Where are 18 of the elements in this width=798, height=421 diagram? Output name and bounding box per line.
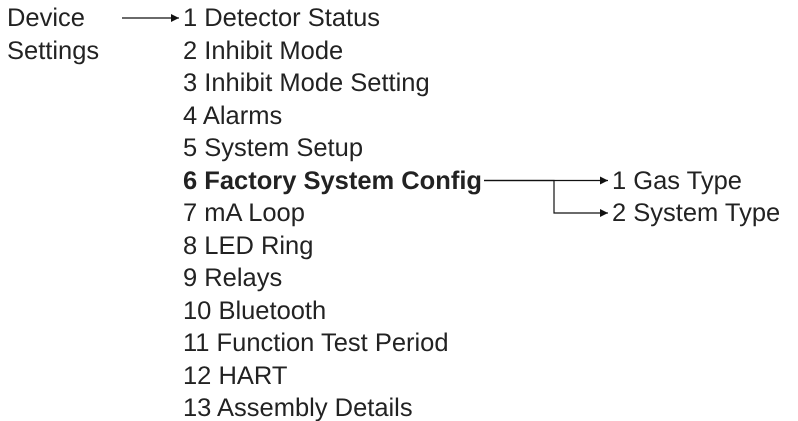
menu-item-label: 6 Factory System Config: [183, 166, 482, 194]
menu-item-label: 12 HART: [183, 362, 288, 390]
menu-item-label: 2 Inhibit Mode: [183, 36, 344, 64]
arrow: [122, 14, 179, 22]
menu-item-label: 9 Relays: [183, 264, 282, 292]
menu-item-label: 7 mA Loop: [183, 199, 305, 227]
menu-item-label: 1 Gas Type: [612, 166, 742, 194]
arrow: [484, 180, 608, 217]
menu-item-label: 5 System Setup: [183, 134, 364, 162]
menu-item-label: Device Settings: [7, 4, 100, 64]
menu-item-label: 10 Bluetooth: [183, 296, 326, 324]
menu-item-label: 1 Detector Status: [183, 4, 380, 32]
menu-item-label: 11 Function Test Period: [183, 329, 449, 357]
menu-item-label: 2 System Type: [612, 199, 780, 227]
menu-item-label: 4 Alarms: [183, 102, 282, 130]
menu-item-label: 3 Inhibit Mode Setting: [183, 69, 430, 97]
menu-item-label: 8 LED Ring: [183, 232, 314, 260]
menu-item-label: 13 Assembly Details: [183, 394, 413, 421]
